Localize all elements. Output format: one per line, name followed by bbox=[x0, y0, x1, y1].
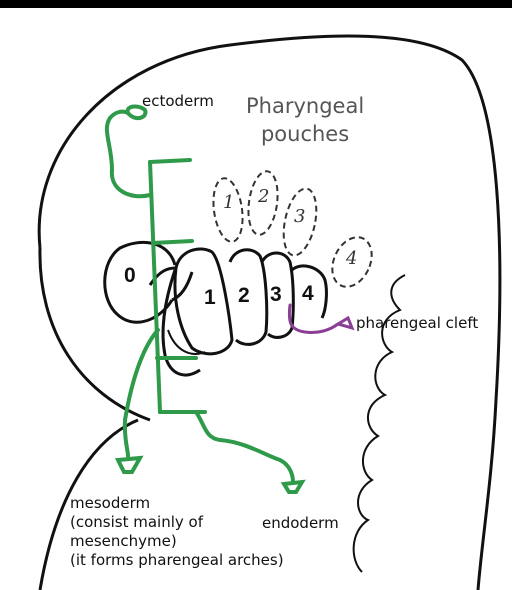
title-line-2: pouches bbox=[246, 120, 364, 148]
green-bracket-upper bbox=[153, 241, 192, 243]
arch-number-4: 4 bbox=[302, 282, 314, 306]
mesoderm-line-1: mesoderm bbox=[70, 494, 284, 513]
pouch-number-1: 1 bbox=[223, 192, 234, 213]
arch-number-0: 0 bbox=[124, 264, 136, 288]
mesoderm-label: mesoderm (consist mainly of mesenchyme) … bbox=[70, 494, 284, 570]
top-bar bbox=[0, 0, 512, 8]
arch-number-1: 1 bbox=[204, 286, 216, 310]
ectoderm-label: ectoderm bbox=[142, 92, 214, 111]
pharyngeal-cleft-label: pharengeal cleft bbox=[356, 314, 478, 333]
pouch-number-4: 4 bbox=[346, 248, 357, 269]
cleft-annotation bbox=[289, 305, 352, 333]
ectoderm-leader bbox=[107, 112, 150, 197]
mesoderm-leader bbox=[125, 330, 158, 456]
cleft-leader bbox=[289, 305, 338, 333]
green-vertical-bar bbox=[150, 162, 160, 412]
diagram-title: Pharyngeal pouches bbox=[246, 92, 364, 148]
mesoderm-arrowhead bbox=[118, 458, 140, 472]
mesoderm-line-2: (consist mainly of bbox=[70, 513, 284, 532]
cleft-arrowhead bbox=[338, 318, 352, 328]
endoderm-arrowhead bbox=[284, 482, 302, 492]
mesoderm-line-4: (it forms pharengeal arches) bbox=[70, 551, 284, 570]
pouch-number-2: 2 bbox=[258, 186, 269, 207]
pouch-number-3: 3 bbox=[294, 206, 305, 227]
endoderm-leader bbox=[196, 412, 293, 482]
pharynx-inner-fold bbox=[168, 330, 205, 354]
green-bracket-top bbox=[150, 160, 190, 162]
title-line-1: Pharyngeal bbox=[246, 92, 364, 120]
mesoderm-line-3: mesenchyme) bbox=[70, 532, 284, 551]
arch-number-2: 2 bbox=[238, 284, 250, 308]
arch-number-3: 3 bbox=[270, 283, 282, 307]
